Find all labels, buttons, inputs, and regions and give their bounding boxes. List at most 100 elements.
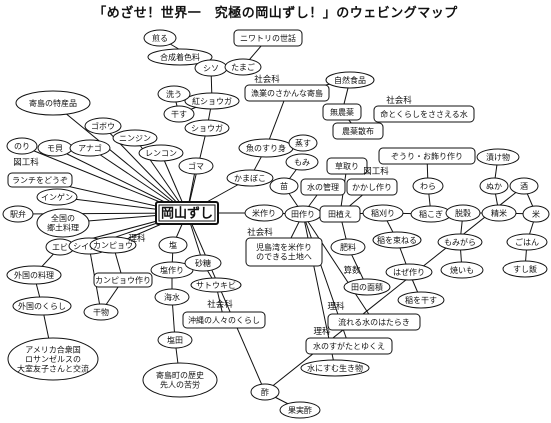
shape-sushimeshi (502, 260, 548, 278)
node-lbl_zukou: 図工科 (13, 157, 39, 168)
node-kanpyou: カンピョウ (89, 236, 137, 254)
node-mogai: モ貝 (37, 139, 73, 157)
shape-ikarikari (362, 204, 404, 222)
map-title: 「めざせ！世界一 究極の岡山ずし！」のウェビングマップ (93, 6, 458, 21)
shape-yakiimo (440, 261, 484, 279)
node-kaisui: 海水 (154, 288, 190, 306)
label-menseki: 田の面積 (351, 282, 383, 292)
label-inakogi: 稲こぎ (419, 209, 443, 219)
node-lbl_zukou2: 図工科 (363, 166, 389, 177)
shape-ekiuri (2, 205, 34, 223)
label-lbl_rika2: 理科 (327, 301, 345, 312)
shape-niru (143, 29, 177, 47)
label-arau: 洗う (166, 89, 182, 99)
node-wara: わら (412, 177, 444, 195)
shape-kamaboko (226, 169, 274, 187)
shape-arau (157, 85, 191, 103)
label-kyodo-line1: 郷土料理 (47, 223, 79, 233)
label-ingen: インゲン (41, 192, 73, 202)
label-lbl_shakai3: 社会科 (207, 299, 233, 310)
shape-shio (158, 236, 188, 254)
shape-kome (522, 205, 550, 223)
node-lbl_rika3: 理科 (313, 326, 331, 337)
label-yorishima_rekishi-line1: 先人の苦労 (160, 380, 200, 390)
node-gohan: ごはん (506, 233, 548, 251)
node-lbl_shakai3: 社会科 (207, 299, 233, 310)
label-mizukanri: 水の管理 (307, 182, 339, 192)
label-gyogyou: 漁業のさかんな寄島 (251, 88, 323, 98)
node-satoukibi: サトウキビ (190, 277, 242, 293)
node-inakogi: 稲こぎ (410, 205, 452, 223)
label-enden: 塩田 (167, 335, 183, 345)
node-arau: 洗う (157, 85, 191, 103)
label-warazouri: ぞうり・お飾り作り (391, 151, 463, 161)
shape-satoukibi (190, 277, 242, 293)
label-satou: 砂糖 (195, 258, 211, 268)
node-ikarikari: 稲刈り (362, 204, 404, 222)
node-shizen: 自然食品 (325, 71, 375, 89)
node-satou: 砂糖 (184, 254, 222, 272)
shape-nuka (479, 177, 509, 195)
label-ine_tabaneru: 稲を束ねる (377, 235, 417, 245)
node-mizukanri: 水の管理 (300, 178, 346, 196)
shape-warazouri (378, 147, 476, 165)
label-gaikoku_ryouri: 外国の料理 (14, 270, 54, 280)
shape-hiryou (330, 238, 366, 256)
shape-mizukanri (300, 178, 346, 196)
label-shiozukuri: 塩作り (160, 265, 184, 275)
shape-america (7, 337, 99, 381)
shape-nouyaku (332, 122, 384, 140)
shape-gohan (506, 233, 548, 251)
shape-renkon (138, 144, 184, 162)
shape-gyogyou (244, 84, 330, 102)
node-tsukemono: 漬け物 (476, 148, 520, 166)
label-shiitake: シイタケ (73, 242, 105, 251)
node-lbl_shakai4: 社会科 (247, 227, 273, 238)
label-kajitsu_su: 果実酢 (288, 405, 312, 415)
shape-tamago (224, 58, 262, 76)
node-benishouga: 紅ショウガ (184, 92, 240, 110)
shape-kaisui (154, 288, 190, 306)
label-kusatori: 草取り (335, 161, 359, 171)
label-sake: 酒 (520, 182, 528, 191)
shape-kanpyou_tsukuri (93, 272, 153, 288)
label-ekiuri: 駅弁 (10, 209, 26, 219)
label-benishouga: 紅ショウガ (192, 96, 232, 106)
label-tokusan: 寄島の特産品 (29, 98, 77, 108)
label-lbl_rika3: 理科 (313, 326, 331, 337)
node-okinawa: 沖縄の人々のくらし (182, 311, 266, 329)
label-kanpyou_tsukuri: カンピョウ作り (95, 275, 151, 285)
node-gousei: 合成着色料 (147, 48, 213, 66)
node-kamaboko: かまぼこ (226, 169, 274, 187)
shape-benishouga (184, 92, 240, 110)
label-tazukuri: 田作り (291, 209, 315, 219)
shape-gaikoku_kurashi (12, 296, 72, 316)
label-nuka: ぬか (486, 182, 502, 191)
node-komezukuri: 米作り (244, 204, 284, 222)
label-mizu_ikimono: 水にすむ生き物 (307, 363, 363, 373)
label-tamago: たまご (231, 62, 255, 72)
label-lbl_shakai2: 社会科 (386, 95, 412, 106)
shape-kanpyou (89, 236, 137, 254)
shape-lunch (7, 172, 73, 188)
node-gaikoku_kurashi: 外国のくらし (12, 296, 72, 316)
node-kansu: 酢 (250, 383, 280, 401)
label-nori: のり (14, 142, 30, 151)
label-sushimeshi: すし飯 (513, 264, 537, 274)
node-taue: 田植え (319, 205, 361, 223)
node-nae: 苗 (269, 177, 299, 195)
node-sakanasurimi: 魚のすり身 (238, 138, 294, 158)
label-kome: 米 (532, 209, 540, 219)
label-kansu: 酢 (261, 387, 269, 397)
node-renkon: レンコン (138, 144, 184, 162)
label-niru: 煎る (152, 33, 168, 43)
node-goma: ゴマ (178, 157, 214, 175)
edge-center-tokusan (52, 102, 188, 214)
node-ine_hosu: 稲を干す (397, 291, 445, 309)
shape-menseki (343, 278, 391, 296)
label-dakkoku: 脱穀 (455, 208, 471, 218)
shape-kakashi (346, 178, 398, 196)
edge-center-kansu (186, 212, 266, 393)
